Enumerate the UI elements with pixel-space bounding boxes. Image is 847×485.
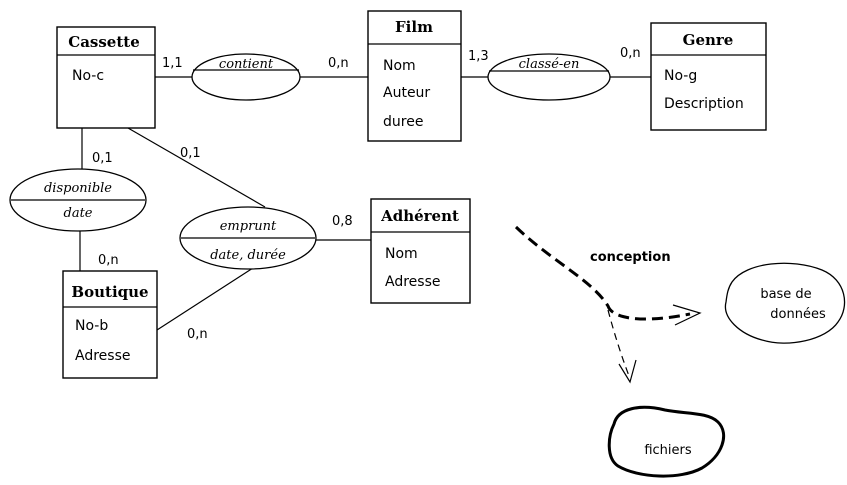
database-label-line2: données (770, 307, 826, 322)
entity-cassette-box (56, 26, 156, 129)
entity-adherent-attr: Adresse (385, 274, 440, 290)
entity-cassette-title: Cassette (68, 33, 140, 51)
entity-adherent-title: Adhérent (380, 207, 459, 225)
entity-film: Film Nom Auteur duree (367, 10, 462, 142)
cardinality-genre-classe: 0,n (620, 46, 641, 61)
cardinality-adherent-emprunt: 0,8 (332, 214, 353, 229)
database-label-line1: base de (760, 287, 811, 302)
fichiers-arrow-head (618, 359, 637, 384)
relation-emprunt-name: emprunt (220, 219, 277, 234)
entity-cassette-attr: No-c (72, 68, 104, 84)
entity-adherent-attr: Nom (385, 246, 418, 262)
relation-contient-name: contient (219, 57, 274, 72)
entity-adherent: Adhérent Nom Adresse (370, 198, 471, 304)
relation-disponible-name: disponible (44, 181, 112, 196)
conception-label: conception (590, 250, 671, 265)
database-shape (724, 262, 846, 344)
relation-emprunt: emprunt date, durée (179, 206, 317, 270)
conception-arrow-head (672, 304, 702, 326)
relation-contient-ellipse (191, 53, 301, 101)
entity-boutique-title: Boutique (71, 283, 148, 301)
cardinality-cassette-emprunt: 0,1 (180, 146, 201, 161)
relation-disponible: disponible date (9, 168, 147, 232)
cardinality-film-classe: 1,3 (468, 49, 489, 64)
entity-boutique: Boutique No-b Adresse (62, 270, 158, 379)
entity-boutique-box (62, 270, 158, 379)
fichiers-arrow-path (607, 309, 630, 377)
cardinality-boutique-disponible: 0,n (98, 253, 119, 268)
entity-boutique-attr: No-b (75, 318, 108, 334)
link-cassette-emprunt (127, 127, 266, 208)
entity-film-box (367, 10, 462, 142)
cardinality-boutique-emprunt: 0,n (187, 327, 208, 342)
relation-classe-en: classé-en (487, 53, 611, 101)
entity-genre-title: Genre (683, 31, 734, 49)
cardinality-cassette-contient: 1,1 (162, 56, 183, 71)
entity-boutique-attr: Adresse (75, 348, 130, 364)
entity-adherent-box (370, 198, 471, 304)
cardinality-film-contient: 0,n (328, 56, 349, 71)
relation-classe-en-name: classé-en (519, 57, 580, 72)
relation-contient: contient (191, 53, 301, 101)
relation-emprunt-attr: date, durée (210, 248, 286, 263)
entity-film-title: Film (395, 18, 433, 36)
link-emprunt-boutique (156, 267, 254, 331)
entity-film-attr: duree (383, 114, 423, 130)
files-shape (607, 405, 725, 478)
entity-cassette: Cassette No-c (56, 26, 156, 129)
entity-film-attr: Nom (383, 58, 416, 74)
entity-genre-attr: Description (664, 96, 744, 112)
entity-genre: Genre No-g Description (650, 22, 767, 131)
entity-film-attr: Auteur (383, 85, 430, 101)
entity-genre-box (650, 22, 767, 131)
files-label: fichiers (644, 443, 692, 458)
conception-arrow-path (514, 225, 691, 321)
entity-genre-attr: No-g (664, 68, 697, 84)
relation-disponible-attr: date (64, 206, 93, 221)
relation-classe-en-ellipse (487, 53, 611, 101)
cardinality-cassette-disponible: 0,1 (92, 151, 113, 166)
